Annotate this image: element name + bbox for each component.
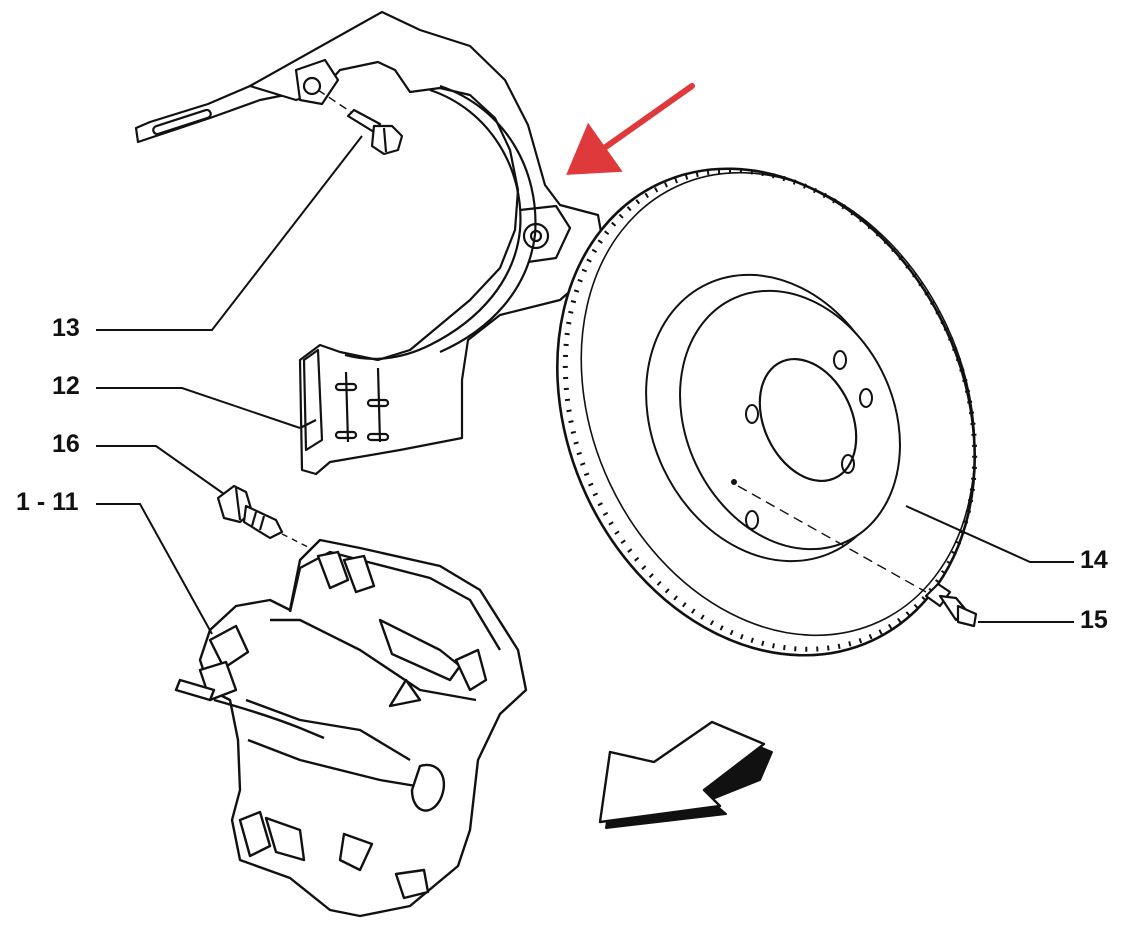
bolt-15 xyxy=(924,582,978,628)
axis-line xyxy=(281,533,311,549)
brake-caliper xyxy=(174,538,528,918)
leader-1-11 xyxy=(96,503,213,635)
leader-16 xyxy=(96,445,225,495)
callout-13: 13 xyxy=(52,314,80,342)
direction-of-travel-arrow-icon xyxy=(598,720,773,829)
red-pointer-arrow-icon xyxy=(566,83,695,175)
leader-14 xyxy=(905,505,1074,563)
bolt-13 xyxy=(346,108,404,156)
callout-15: 15 xyxy=(1080,606,1108,634)
leader-13 xyxy=(96,135,363,331)
callout-12: 12 xyxy=(52,372,80,400)
callout-1-11: 1 - 11 xyxy=(16,488,79,516)
axis-line xyxy=(737,485,927,593)
leader-12 xyxy=(96,387,301,429)
brake-disc xyxy=(556,167,978,657)
bolt-16 xyxy=(216,484,284,540)
callout-16: 16 xyxy=(52,430,80,458)
dust-shield xyxy=(134,10,608,476)
leader-lines xyxy=(96,135,1074,635)
callout-14: 14 xyxy=(1080,546,1108,574)
